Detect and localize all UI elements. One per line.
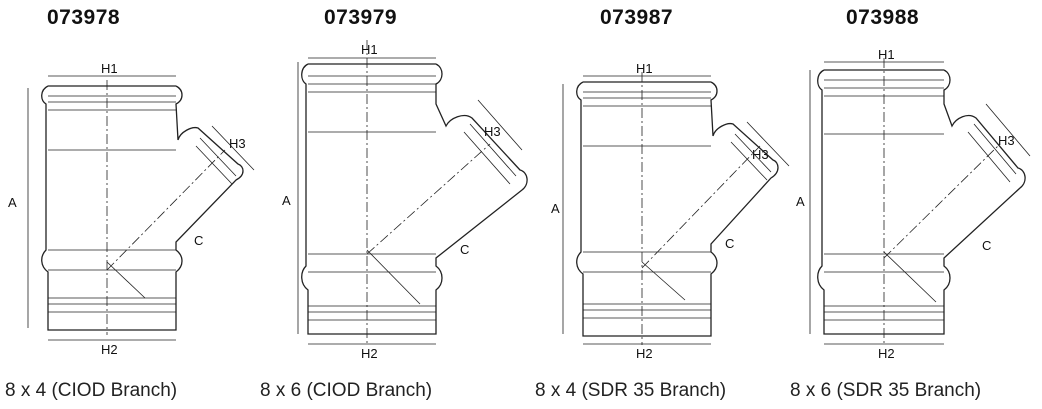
wye-fitting-diagram: H1 H2 H3 A C: [551, 61, 790, 361]
dimension-label-h1: H1: [878, 47, 895, 62]
dimension-label-h2: H2: [636, 346, 653, 361]
dimension-label-h2: H2: [361, 346, 378, 361]
fitting-panel-073988: 073988 H1 H2 H3 A C 8 x 6 (SDR 35 Branch…: [790, 0, 1042, 409]
dimension-label-a: A: [282, 193, 291, 208]
dimension-label-a: A: [8, 195, 17, 210]
dimension-label-c: C: [460, 242, 469, 257]
dimension-label-a: A: [551, 201, 560, 216]
dimension-label-c: C: [194, 233, 203, 248]
dimension-label-h2: H2: [101, 342, 118, 357]
fitting-caption: 8 x 6 (SDR 35 Branch): [790, 380, 982, 401]
fitting-caption: 8 x 6 (CIOD Branch): [260, 380, 433, 401]
dimension-label-a: A: [796, 194, 805, 209]
dimension-label-c: C: [982, 238, 991, 253]
part-number: 073988: [846, 6, 920, 29]
fitting-caption: 8 x 4 (SDR 35 Branch): [535, 380, 727, 401]
dimension-label-c: C: [725, 236, 734, 251]
dimension-label-h1: H1: [636, 61, 653, 76]
fitting-panel-073978: 073978 H1 H2 H3 A C 8 x 4 (CIOD Branch): [0, 0, 260, 409]
dimension-label-h1: H1: [101, 61, 118, 76]
dimension-label-h3: H3: [752, 147, 769, 162]
part-number: 073978: [47, 6, 121, 29]
part-number: 073979: [324, 6, 398, 29]
wye-fitting-diagram: H1 H2 H3 A C: [796, 47, 1031, 361]
fitting-caption: 8 x 4 (CIOD Branch): [5, 380, 178, 401]
fitting-panel-073979: 073979 H1 H2 H3 A C 8 x 6 (CIOD Branch): [260, 0, 528, 409]
dimension-label-h2: H2: [878, 346, 895, 361]
fitting-panel-073987: 073987 H1 H2 H3 A C 8 x 4 (SDR 35 Branch…: [535, 0, 790, 409]
dimension-label-h3: H3: [484, 124, 501, 139]
dimension-label-h3: H3: [998, 133, 1015, 148]
dimension-label-h1: H1: [361, 42, 378, 57]
wye-fitting-diagram: H1 H2 H3 A C: [282, 40, 528, 361]
part-number: 073987: [600, 6, 674, 29]
wye-fitting-diagram: H1 H2 H3 A C: [8, 61, 255, 357]
dimension-label-h3: H3: [229, 136, 246, 151]
